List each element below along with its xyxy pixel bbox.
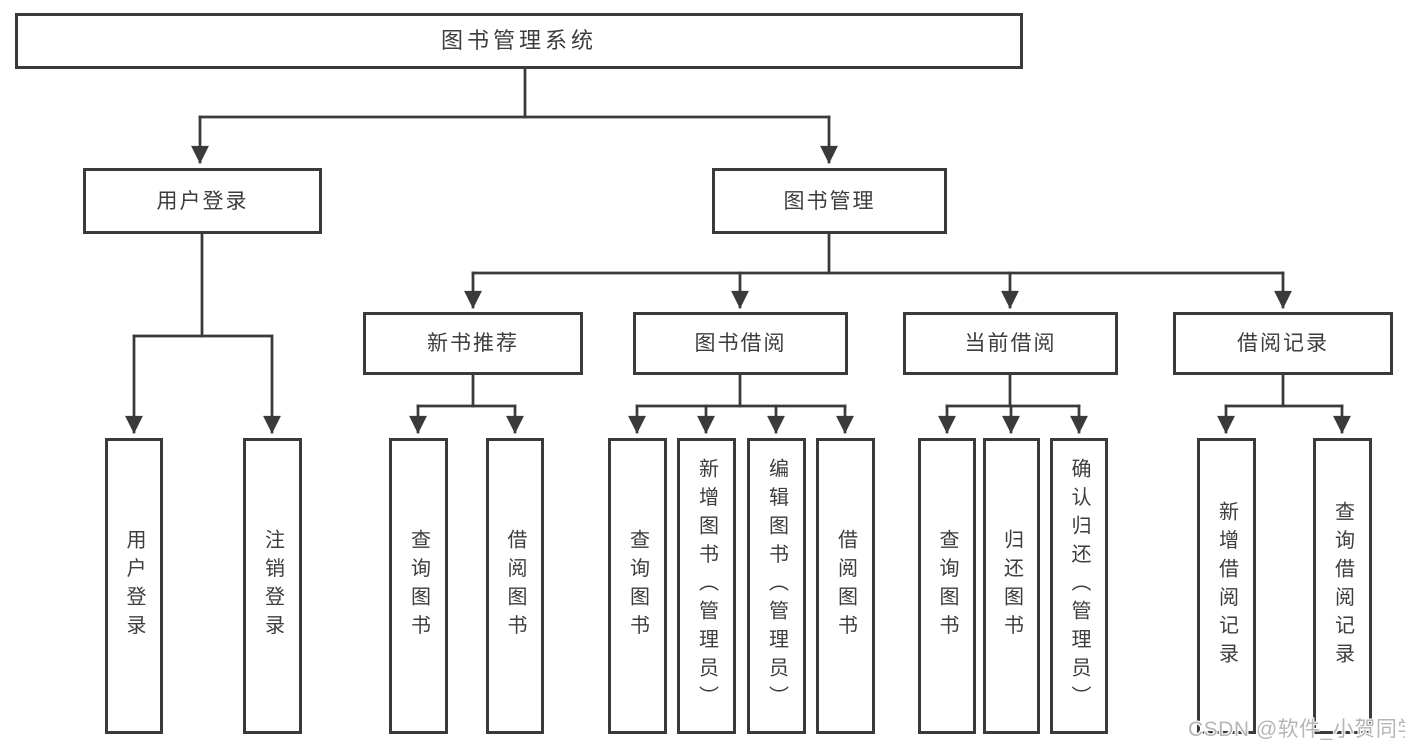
- node-book-borrowing: 图书借阅: [633, 312, 848, 375]
- leaf-return-books: 归还图书: [983, 438, 1040, 734]
- leaf-add-borrow-record: 新增借阅记录: [1197, 438, 1256, 734]
- leaf-borrow-books: 借阅图书: [816, 438, 875, 734]
- leaf-user-login: 用户登录: [105, 438, 163, 734]
- node-user-login: 用户登录: [83, 168, 322, 234]
- node-library-management-system: 图书管理系统: [15, 13, 1023, 69]
- leaf-confirm-return-admin: 确认归还（管理员）: [1050, 438, 1108, 734]
- leaf-query-books-borrow: 查询图书: [608, 438, 667, 734]
- node-current-borrowing: 当前借阅: [903, 312, 1118, 375]
- leaf-borrow-books-recommend: 借阅图书: [486, 438, 544, 734]
- node-borrowing-records: 借阅记录: [1173, 312, 1393, 375]
- leaf-logout: 注销登录: [243, 438, 302, 734]
- leaf-edit-book-admin: 编辑图书（管理员）: [747, 438, 806, 734]
- leaf-query-books-recommend: 查询图书: [389, 438, 448, 734]
- leaf-add-book-admin: 新增图书（管理员）: [677, 438, 736, 734]
- node-book-management: 图书管理: [712, 168, 947, 234]
- csdn-watermark: CSDN @软件_小贺同学: [1188, 718, 1405, 741]
- leaf-query-books-current: 查询图书: [918, 438, 976, 734]
- leaf-query-borrow-record: 查询借阅记录: [1313, 438, 1372, 734]
- node-new-book-recommendation: 新书推荐: [363, 312, 583, 375]
